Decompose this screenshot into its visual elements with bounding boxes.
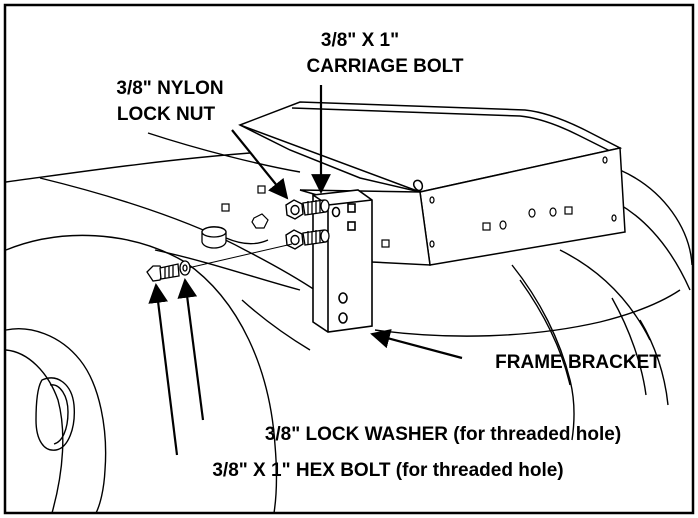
lock-washer-arrow bbox=[177, 278, 205, 421]
nylon-lock-nut-label-line1: 3/8" NYLON bbox=[116, 78, 223, 99]
frame-bracket bbox=[312, 189, 373, 333]
hex-bolt-label: 3/8" X 1" HEX BOLT (for threaded hole) bbox=[212, 460, 563, 481]
frame-box bbox=[238, 101, 626, 266]
lock-washer bbox=[179, 260, 191, 276]
leader-arrows bbox=[148, 85, 463, 456]
carriage-bolt-label-line2: CARRIAGE BOLT bbox=[307, 56, 464, 77]
small-nut bbox=[251, 213, 269, 229]
frame-holes bbox=[221, 156, 617, 248]
upper-nylon-lock-nut bbox=[285, 199, 304, 220]
lower-nylon-lock-nut bbox=[285, 229, 304, 250]
alignment-line bbox=[187, 243, 293, 269]
hex-bolt-arrow bbox=[148, 283, 179, 456]
lower-carriage-bolt bbox=[302, 229, 330, 246]
lock-washer-label: 3/8" LOCK WASHER (for threaded hole) bbox=[265, 424, 621, 445]
frame-bracket-arrow bbox=[370, 329, 463, 360]
carriage-bolt-label-line1: 3/8" X 1" bbox=[321, 30, 399, 51]
spring-cylinder bbox=[201, 226, 269, 249]
frame-bracket-label: FRAME BRACKET bbox=[495, 352, 661, 373]
nylon-lock-nut-arrow bbox=[231, 129, 289, 200]
hex-bolt bbox=[146, 263, 180, 282]
upper-carriage-bolt bbox=[302, 199, 330, 216]
fender-body bbox=[5, 132, 693, 441]
nylon-lock-nut-label-line2: LOCK NUT bbox=[117, 104, 216, 125]
left-wheel bbox=[5, 234, 278, 514]
